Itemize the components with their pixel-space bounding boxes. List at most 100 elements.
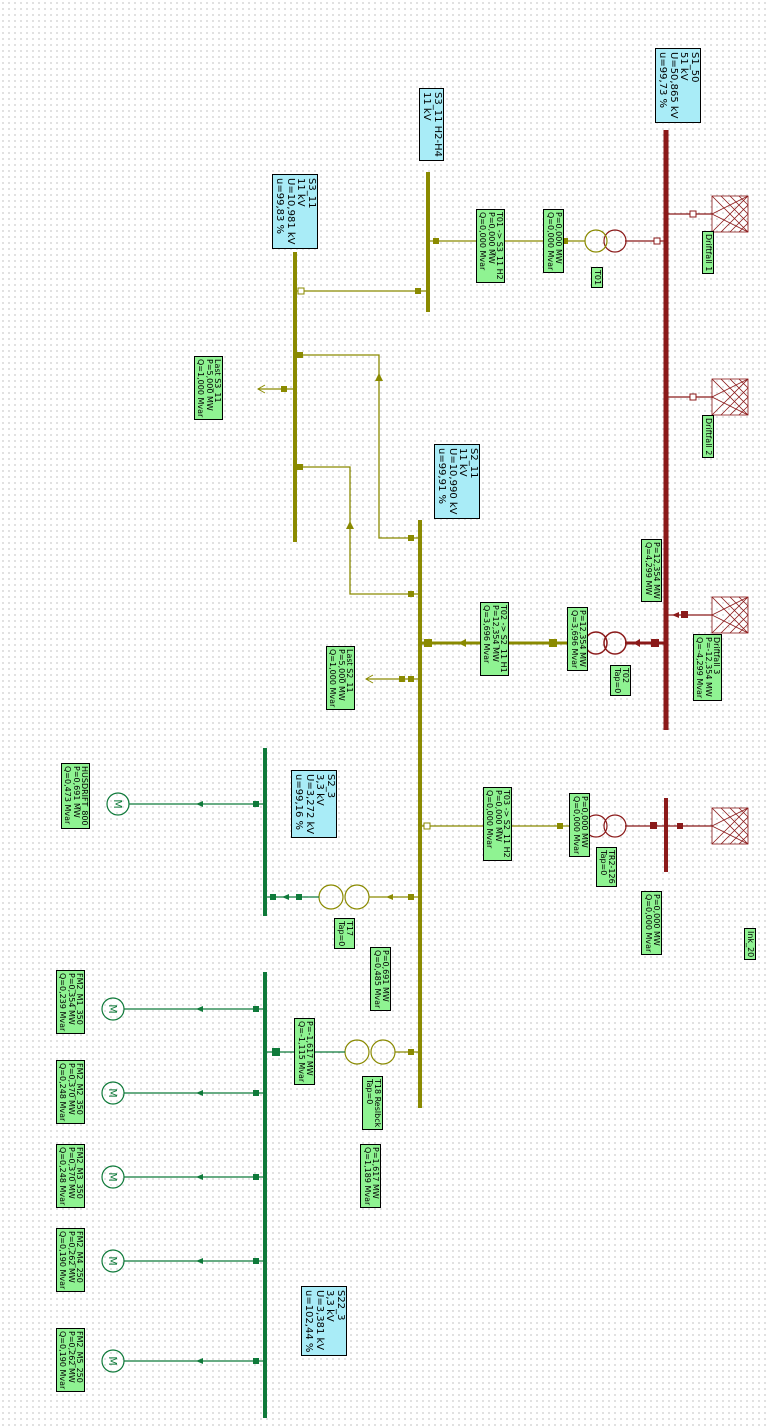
flow-box-m5[interactable]: FM2_M5_250 P=0,262 MW Q=0,190 Mvar bbox=[55, 1328, 85, 1393]
bus-s2-3-kv: 3,3 kV bbox=[314, 774, 326, 806]
flow-s1-feed-q: Q=4,299 MW bbox=[643, 542, 653, 596]
flow-box-driftfall-3[interactable]: Driftfall 3 P=-12,354 MW Q=-4,299 Mvar bbox=[692, 634, 722, 702]
bus-s3-11-h2h4-kv: 11 kV bbox=[421, 92, 433, 121]
flow-m4-p: P=0,262 MW bbox=[66, 1231, 76, 1283]
flow-t17-feed-q: Q=0,485 Mvar bbox=[372, 950, 382, 1009]
tie-line-1-breaker-b bbox=[408, 535, 414, 541]
tie-line-1-breaker-a bbox=[297, 352, 303, 358]
flow-m4-title: FM2_M4_250 bbox=[75, 1231, 84, 1283]
flow-t18-hv-p: P=1,617 MW bbox=[371, 1147, 380, 1199]
flow-box-t01-hv[interactable]: P=0,000 MW Q=0,000 Mvar bbox=[543, 209, 564, 274]
label-t02-tap: Tap=0 bbox=[612, 668, 622, 694]
label-driftfall-2[interactable]: Driftfall 2 bbox=[701, 415, 714, 459]
bus-box-s1-50[interactable]: S1_50 51 kV U=50,865 kV u=99,73 % bbox=[655, 48, 701, 123]
bus-s2-3-pct: u=99,16 % bbox=[293, 774, 305, 831]
flow-husdrift-title: HUSDRIFT_800 bbox=[80, 766, 89, 826]
flow-t18-hv-q: Q=1,189 Mvar bbox=[362, 1147, 372, 1206]
external-grid-icon-1 bbox=[711, 195, 749, 233]
label-driftfall-1[interactable]: Driftfall 1 bbox=[701, 231, 714, 275]
t17-transformer-lv-winding bbox=[318, 884, 344, 910]
flow-box-t02-line[interactable]: T02 -> S2_11 H1 P=12,354 MW Q=3,696 Mvar bbox=[479, 602, 509, 676]
bus-s2-11-pct: u=99,91 % bbox=[436, 448, 448, 505]
tie-line-2-breaker-b bbox=[408, 591, 414, 597]
flow-tr2-feed-p: P=0,000 MW bbox=[652, 894, 661, 946]
flow-box-t03-line[interactable]: T03 -> S2_11 H2 P=0,000 MW Q=0,000 Mvar bbox=[482, 787, 512, 861]
coupler-h2h4-breaker-b bbox=[415, 288, 421, 294]
motor-m4-breaker bbox=[253, 1258, 259, 1264]
flow-husdrift-p: P=0,691 MW bbox=[71, 766, 81, 818]
flow-t01-line-q: Q=0,000 Mvar bbox=[478, 212, 488, 271]
flow-box-last-s2[interactable]: Last S2_11 P=5,000 MW Q=1,000 Mvar bbox=[325, 646, 355, 711]
label-t18-tap: Tap=0 bbox=[364, 1079, 374, 1105]
tie-line-2-arrow bbox=[346, 521, 354, 529]
label-ink-20[interactable]: Ink_20 bbox=[743, 928, 756, 961]
bus-s3-11-h2h4-name: S3_11 H2-H4 bbox=[432, 92, 443, 157]
bus-s3-11-pct: u=99,83 % bbox=[274, 178, 286, 235]
bus-box-s2-3[interactable]: S2_3 3,3 kV U=3,272 kV u=99,16 % bbox=[291, 770, 337, 839]
motor-m4-arrow bbox=[196, 1258, 203, 1264]
label-t02[interactable]: T02 Tap=0 bbox=[610, 665, 631, 697]
t17-lv-arrow bbox=[282, 894, 289, 900]
flow-box-m2[interactable]: FM2_M2_350 P=0,370 MW Q=0,248 Mvar bbox=[55, 1060, 85, 1125]
bus-box-s3-11[interactable]: S3_11 11 kV U=10,981 kV u=99,83 % bbox=[272, 174, 318, 249]
label-t01[interactable]: T01 bbox=[590, 267, 603, 289]
flow-t18-lv-q: Q=-1,115 Mvar bbox=[296, 1021, 306, 1083]
bus-box-s22-3[interactable]: S22_3 3,3 kV U=3,381 kV u=102,44 % bbox=[301, 1286, 347, 1357]
flow-box-t01-line[interactable]: T01 -> S3_11 H2 P=0,000 MW Q=0,000 Mvar bbox=[475, 209, 505, 283]
flow-box-t17-feed[interactable]: P=0,691 MW Q=0,485 Mvar bbox=[370, 947, 391, 1012]
flow-box-last-s3[interactable]: Last S3_11 P=5,000 MW Q=1,000 Mvar bbox=[193, 356, 223, 421]
label-t17[interactable]: T17 Tap=0 bbox=[334, 918, 355, 950]
flow-t17-feed-p: P=0,691 MW bbox=[381, 950, 390, 1002]
bus-s22-3-pct: u=102,44 % bbox=[303, 1290, 315, 1353]
lv-network bbox=[101, 748, 345, 1418]
flow-box-tr2-feed[interactable]: P=0,000 MW Q=0,000 Mvar bbox=[641, 891, 662, 956]
flow-t03-hv-q: Q=0,000 Mvar bbox=[571, 796, 581, 855]
label-driftfall-1-text: Driftfall 1 bbox=[704, 234, 713, 272]
t02-lv-breaker bbox=[424, 639, 432, 647]
flow-box-t02-hv[interactable]: P=12,354 MW Q=3,696 Mvar bbox=[567, 607, 588, 672]
bus-s22-3-kv: 3,3 kV bbox=[324, 1290, 336, 1322]
flow-tr2-feed-q: Q=0,000 Mvar bbox=[643, 894, 653, 953]
label-t18[interactable]: T18 Reslbck Tap=0 bbox=[362, 1076, 383, 1131]
load-s3-11-breaker bbox=[281, 386, 287, 392]
flow-box-t03-hv[interactable]: P=0,000 MW Q=0,000 Mvar bbox=[569, 793, 590, 858]
tie-line-2 bbox=[295, 466, 420, 595]
bus-s2-11-kv: 11 kV bbox=[457, 448, 469, 477]
motor-m2-breaker bbox=[253, 1090, 259, 1096]
flow-box-m3[interactable]: FM2_M3_350 P=0,370 MW Q=0,248 Mvar bbox=[55, 1144, 85, 1209]
bus-box-s2-11[interactable]: S2_11 11 kV U=10,990 kV u=99,91 % bbox=[434, 444, 480, 519]
label-tr2-126[interactable]: TR2-126 Tap=0 bbox=[596, 847, 617, 887]
flow-t02-hv-q: Q=3,696 Mvar bbox=[569, 610, 579, 669]
motor-m3-arrow bbox=[196, 1174, 203, 1180]
flow-box-m1[interactable]: FM2_M1_350 P=0,354 MW Q=0,239 Mvar bbox=[55, 970, 85, 1035]
flow-m5-q: Q=0,190 Mvar bbox=[58, 1331, 68, 1390]
label-tr2-126-name: TR2-126 bbox=[607, 850, 616, 884]
t17-hv-arrow bbox=[386, 894, 393, 900]
flow-box-husdrift[interactable]: HUSDRIFT_800 P=0,691 MW Q=0,473 Mvar bbox=[60, 763, 90, 829]
bus-s3-11-name: S3_11 bbox=[306, 178, 317, 209]
flow-box-t18-lv[interactable]: P=-1,617 MW Q=-1,115 Mvar bbox=[294, 1018, 315, 1086]
label-t01-text: T01 bbox=[593, 270, 602, 286]
mv-network bbox=[256, 172, 608, 1108]
flow-m4-q: Q=0,190 Mvar bbox=[58, 1231, 68, 1290]
flow-box-s1-feed[interactable]: P=12,354 MW Q=4,299 MW bbox=[641, 539, 662, 602]
flow-last-s2-title: Last S2_11 bbox=[345, 649, 354, 693]
flow-t01-line-p: P=0,000 MW bbox=[486, 212, 496, 264]
bus-box-s3-11-h2h4[interactable]: S3_11 H2-H4 11 kV bbox=[419, 88, 444, 161]
motor-m1-breaker bbox=[253, 1006, 259, 1012]
t01-transformer-hv-winding bbox=[603, 229, 627, 253]
t01-hv-breaker bbox=[653, 237, 661, 245]
flow-t03-line-q: Q=0,000 Mvar bbox=[485, 790, 495, 849]
flow-t02-line-title: T02 -> S2_11 H1 bbox=[499, 605, 508, 673]
motor-m5-arrow bbox=[196, 1358, 203, 1364]
load-s3-11-arrow bbox=[256, 384, 266, 394]
flow-box-t18-hv[interactable]: P=1,617 MW Q=1,189 Mvar bbox=[360, 1144, 381, 1209]
load-s2-11-breaker bbox=[399, 676, 405, 682]
tie-line-2-breaker-a bbox=[297, 464, 303, 470]
flow-box-m4[interactable]: FM2_M4_250 P=0,262 MW Q=0,190 Mvar bbox=[55, 1228, 85, 1293]
bus-s2-3-name: S2_3 bbox=[325, 774, 336, 799]
motor-m4-glyph: M bbox=[106, 1256, 119, 1266]
t02-transformer-hv-winding bbox=[603, 631, 627, 655]
motor-m2-arrow bbox=[196, 1090, 203, 1096]
bus-s22-3-name: S22_3 bbox=[335, 1290, 346, 1321]
